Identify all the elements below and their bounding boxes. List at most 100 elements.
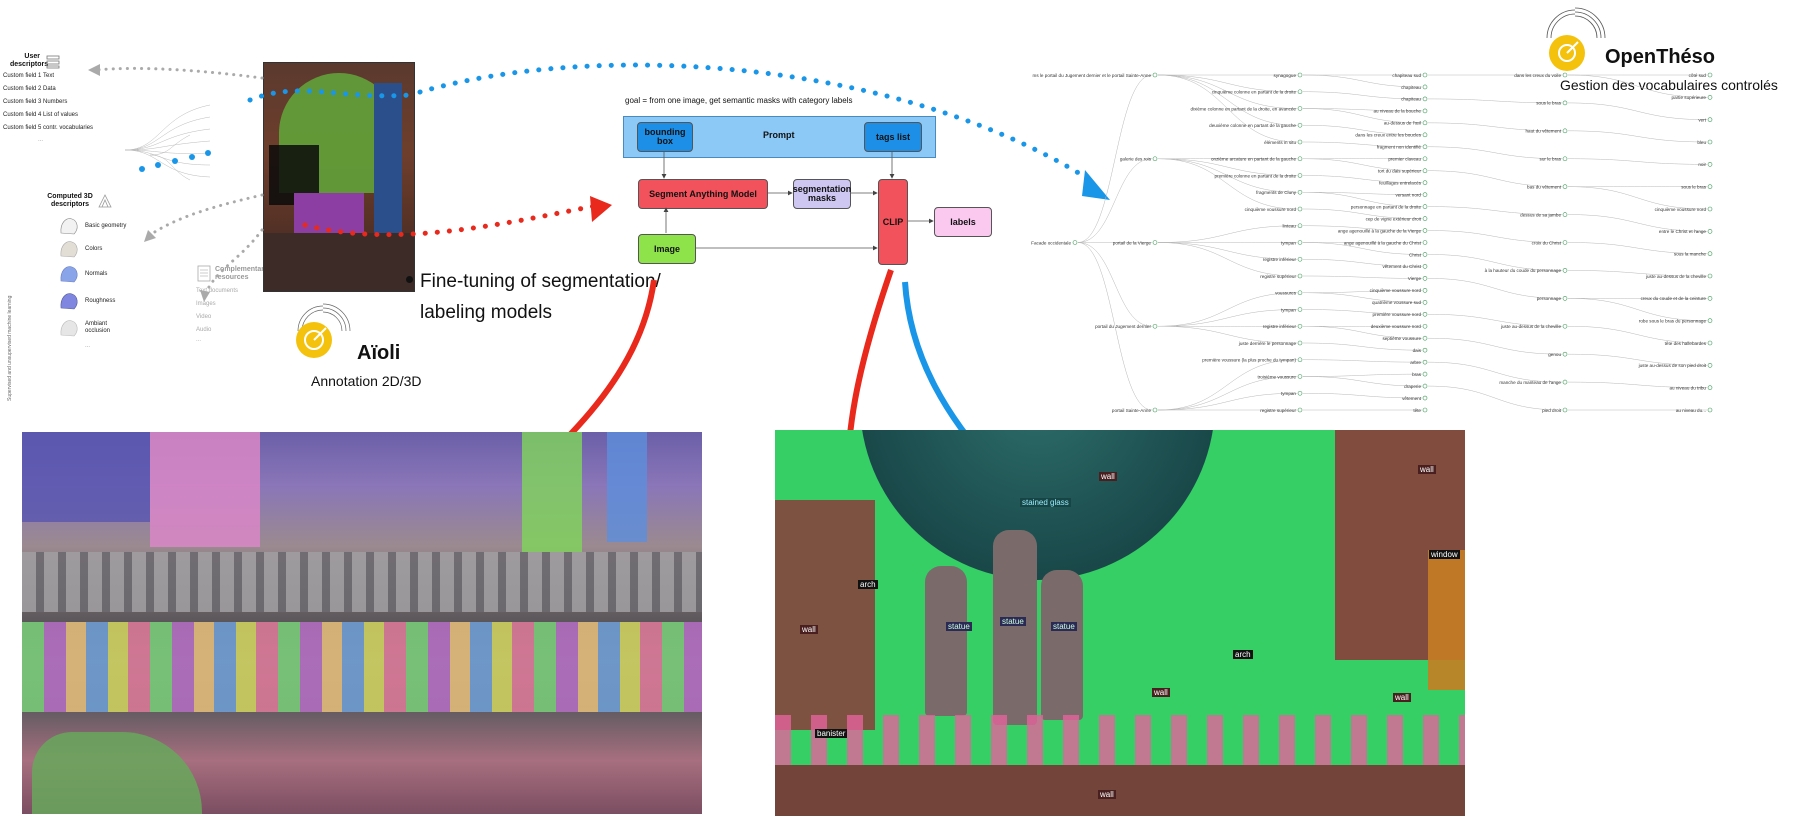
statue-mask-2 [993,530,1037,725]
tree-node[interactable] [1297,189,1303,195]
tree-node[interactable] [1707,273,1713,279]
tree-node[interactable] [1297,223,1303,229]
tree-node[interactable] [1297,290,1303,296]
tree-node[interactable] [1707,340,1713,346]
tree-node[interactable] [1297,357,1303,363]
tree-node[interactable] [1422,359,1428,365]
tree-node[interactable] [1297,106,1303,111]
tree-node[interactable] [1422,300,1428,305]
tree-node[interactable] [1707,95,1713,100]
tree-node[interactable] [1562,100,1568,106]
tree-node[interactable] [1422,311,1428,317]
tree-node[interactable] [1152,156,1158,162]
tree-node[interactable] [1422,72,1428,78]
custom-field-name: Custom field 4 [3,112,42,118]
tree-node[interactable] [1422,84,1428,90]
tree-node-label: personnage [1537,296,1562,301]
screenshot-purple-region [294,193,364,233]
tree-node[interactable] [1707,385,1713,390]
tree-node[interactable] [1422,323,1428,329]
tree-node[interactable] [1422,264,1428,269]
tree-node[interactable] [1707,296,1713,301]
tree-node[interactable] [1422,347,1428,353]
tree-node[interactable] [1707,184,1713,189]
tree-node[interactable] [1422,395,1428,401]
tree-node-label: ms le portail du Jugement dernier et le … [1033,73,1152,78]
tree-node[interactable] [1707,162,1713,167]
tree-node[interactable] [1562,379,1568,385]
tree-node[interactable] [1422,144,1428,150]
tree-node[interactable] [1152,240,1158,245]
tree-node[interactable] [1422,335,1428,341]
tree-node[interactable] [1562,156,1568,162]
tree-node[interactable] [1422,168,1428,174]
tree-node[interactable] [1422,288,1428,293]
tree-node[interactable] [1422,156,1428,162]
tree-node-label: ange agenouillé à la gauche du Christ [1344,240,1422,245]
tree-edge [1157,74,1298,92]
tree-node[interactable] [1297,323,1303,329]
tree-node[interactable] [1562,212,1568,217]
tree-node[interactable] [1297,256,1303,262]
tree-node[interactable] [1562,296,1568,301]
tree-node[interactable] [1422,96,1428,102]
tree-node[interactable] [1152,323,1158,329]
tree-node[interactable] [1707,407,1713,413]
tree-node[interactable] [1297,139,1303,145]
tree-node[interactable] [1422,204,1428,209]
tree-node[interactable] [1152,72,1158,78]
tree-node[interactable] [1297,340,1303,346]
tree-node-label: côté sud [1689,73,1707,78]
tree-edge [1157,158,1298,193]
tree-node[interactable] [1562,72,1568,78]
tree-node[interactable] [1422,132,1428,138]
tree-node[interactable] [1297,307,1303,312]
tree-node[interactable] [1707,117,1713,122]
tree-node[interactable] [1422,192,1428,197]
tree-node[interactable] [1297,156,1303,162]
tree-edge [1567,74,1708,98]
tree-node[interactable] [1562,351,1568,357]
tree-node[interactable] [1422,383,1428,389]
tree-node[interactable] [1707,206,1713,212]
tree-node[interactable] [1072,240,1078,245]
tree-node[interactable] [1297,407,1303,413]
tree-node[interactable] [1422,276,1428,281]
tree-node[interactable] [1297,89,1303,95]
tree-node[interactable] [1707,229,1713,234]
tree-node[interactable] [1707,72,1713,78]
tree-node[interactable] [1422,407,1428,413]
tree-node[interactable] [1562,184,1568,189]
tree-edge [1157,242,1298,260]
tree-node[interactable] [1297,374,1303,379]
seg-masks-node: segmentation masks [793,179,851,209]
tree-node[interactable] [1562,128,1568,134]
tree-node[interactable] [1422,240,1428,245]
tree-node[interactable] [1707,251,1713,256]
tree-node[interactable] [1297,240,1303,245]
tree-node[interactable] [1297,273,1303,279]
mask-label: window [1429,550,1460,559]
tree-node[interactable] [1422,371,1428,377]
tree-edge [1567,242,1708,254]
tree-node[interactable] [1562,323,1568,329]
tree-node[interactable] [1422,228,1428,233]
tree-node[interactable] [1707,363,1713,368]
custom-field-name: Custom field 3 [3,99,42,105]
tree-node[interactable] [1297,72,1303,78]
tree-node[interactable] [1422,108,1428,114]
tree-node[interactable] [1297,206,1303,212]
tree-node[interactable] [1707,318,1713,323]
tree-node[interactable] [1297,390,1303,396]
tree-node[interactable] [1707,139,1713,145]
tree-node[interactable] [1297,173,1303,178]
tree-node[interactable] [1422,252,1428,257]
tree-node[interactable] [1562,407,1568,413]
tree-node[interactable] [1152,407,1158,413]
tree-node[interactable] [1562,240,1568,245]
tree-node[interactable] [1562,268,1568,273]
tree-node[interactable] [1422,216,1428,221]
tree-node[interactable] [1297,122,1303,128]
tree-node[interactable] [1422,180,1428,185]
tree-node[interactable] [1422,120,1428,126]
